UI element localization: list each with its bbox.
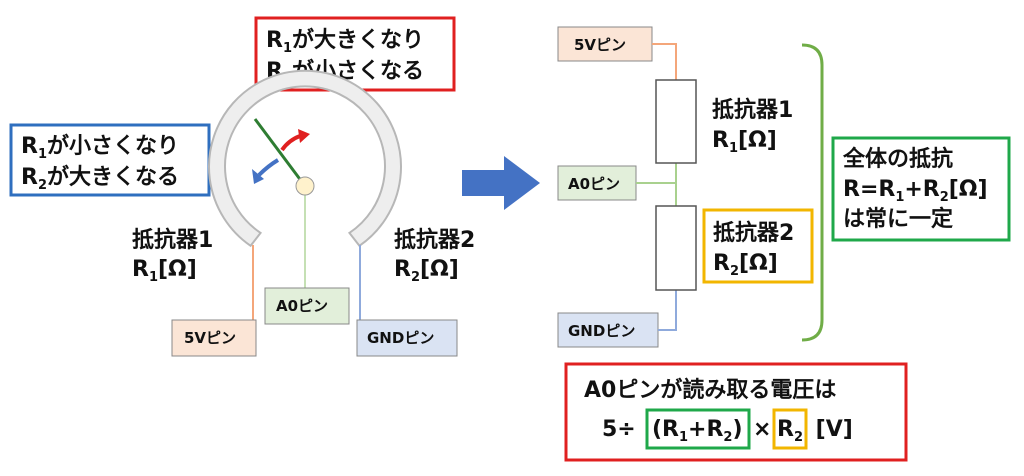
callout-r2-increase-line2: R2が大きくなる bbox=[21, 164, 179, 193]
callout-top-text1: が大きくなり bbox=[292, 27, 424, 53]
formula-r2: R2 bbox=[777, 417, 803, 445]
potentiometer-track bbox=[208, 69, 402, 248]
pot-pin-5v-box bbox=[171, 319, 257, 357]
formula-paren-close: ) bbox=[732, 417, 742, 442]
circuit-pin-a0-box bbox=[557, 165, 637, 201]
circuit-resistor2-label: 抵抗器2 bbox=[713, 220, 794, 246]
pot-pin-gnd-label: GNDピン bbox=[367, 329, 434, 347]
formula-r1-sub: 1 bbox=[679, 430, 688, 445]
formula-unit: [V] bbox=[808, 417, 853, 442]
circuit-gnd-wire bbox=[658, 290, 677, 331]
total-resistance-line3: は常に一定 bbox=[843, 206, 953, 232]
callout-left-r1: R bbox=[21, 134, 38, 159]
clockwise-arrow-icon bbox=[280, 134, 301, 152]
pot-resistor2-label: 抵抗器2 bbox=[394, 227, 475, 253]
circuit-resistor1-value: R1[Ω] bbox=[712, 128, 777, 156]
circuit-r2: R bbox=[713, 251, 730, 276]
callout-left-r2: R bbox=[21, 165, 38, 190]
formula-plus-r2: +R bbox=[688, 417, 723, 442]
total-r1-sub: 1 bbox=[895, 190, 904, 205]
pot-resistor1-label: 抵抗器1 bbox=[132, 227, 213, 253]
circuit-r2-sub: 2 bbox=[730, 264, 739, 279]
clockwise-arrowhead-icon bbox=[298, 129, 310, 143]
circuit-r2-unit: [Ω] bbox=[739, 251, 778, 276]
callout-left-text1: が小さくなり bbox=[47, 133, 179, 159]
circuit-resistor2-value: R2[Ω] bbox=[713, 251, 778, 279]
callout-left-text2: が大きくなる bbox=[47, 164, 179, 190]
total-resistance-line2: R=R1+R2[Ω] bbox=[843, 177, 988, 205]
total-resistance-bracket bbox=[801, 43, 824, 342]
pot-r2-sub: 2 bbox=[411, 270, 420, 285]
pot-wiper bbox=[253, 118, 307, 187]
circuit-r1: R bbox=[712, 128, 729, 153]
pot-r1: R bbox=[132, 257, 149, 282]
circuit-resistor2 bbox=[655, 205, 697, 291]
circuit-pin-gnd-box bbox=[557, 312, 659, 348]
pot-pin-a0-label: A0ピン bbox=[276, 297, 328, 315]
formula-times: × bbox=[753, 417, 771, 442]
circuit-pin-5v-label: 5Vピン bbox=[574, 36, 626, 54]
pot-r2: R bbox=[394, 257, 411, 282]
circuit-resistor1 bbox=[655, 79, 697, 164]
formula-r2-sub: 2 bbox=[723, 430, 732, 445]
circuit-resistor2-highlight bbox=[702, 208, 814, 284]
counterclockwise-arrow-icon bbox=[257, 158, 280, 177]
callout-r1-decrease-box bbox=[9, 123, 211, 197]
formula-line1: A0ピンが読み取る電圧は bbox=[584, 377, 836, 403]
total-r2-sub: 2 bbox=[940, 190, 949, 205]
callout-r1-decrease-line1: R1が小さくなり bbox=[21, 133, 179, 162]
callout-top-r1: R bbox=[266, 28, 283, 53]
transform-arrow-icon bbox=[462, 156, 540, 210]
pot-pin-gnd-box bbox=[356, 319, 458, 357]
pot-pin-a0-box bbox=[264, 287, 350, 325]
callout-r1-increase-line1: R1が大きくなり bbox=[266, 27, 424, 56]
total-resistance-line1: 全体の抵抗 bbox=[842, 146, 953, 172]
circuit-pin-a0-label: A0ピン bbox=[568, 175, 620, 193]
counterclockwise-arrowhead-icon bbox=[252, 169, 264, 184]
pot-resistor2-value: R2[Ω] bbox=[394, 257, 459, 285]
pot-knob bbox=[295, 176, 315, 196]
pot-pin-5v-label: 5Vピン bbox=[184, 329, 236, 347]
formula-sum-highlight bbox=[645, 408, 751, 450]
pot-r2-unit: [Ω] bbox=[420, 257, 459, 282]
total-r-eq: R=R bbox=[843, 177, 895, 202]
total-plus-r: +R bbox=[904, 177, 939, 202]
pot-resistor1-value: R1[Ω] bbox=[132, 257, 197, 285]
circuit-r1-sub: 1 bbox=[729, 141, 738, 156]
formula-r2-letter: R bbox=[777, 417, 794, 442]
total-unit: [Ω] bbox=[949, 177, 988, 202]
circuit-5v-wire bbox=[652, 43, 677, 80]
pot-r1-sub: 1 bbox=[149, 270, 158, 285]
formula-sum: (R1+R2) bbox=[652, 417, 743, 445]
total-resistance-box bbox=[831, 136, 1011, 242]
callout-left-r1-sub: 1 bbox=[38, 147, 47, 162]
circuit-pin-gnd-label: GNDピン bbox=[568, 322, 635, 340]
formula-r2-letter-sub: 2 bbox=[794, 430, 803, 445]
callout-top-r1-sub: 1 bbox=[283, 41, 292, 56]
circuit-resistor1-label: 抵抗器1 bbox=[712, 97, 793, 123]
formula-prefix: 5÷ bbox=[602, 417, 636, 442]
formula-box bbox=[564, 362, 908, 462]
pot-r1-unit: [Ω] bbox=[158, 257, 197, 282]
circuit-r1-unit: [Ω] bbox=[738, 128, 777, 153]
formula-r2-highlight bbox=[772, 408, 808, 450]
formula-paren-r1: (R bbox=[652, 417, 679, 442]
callout-left-r2-sub: 2 bbox=[38, 178, 47, 193]
